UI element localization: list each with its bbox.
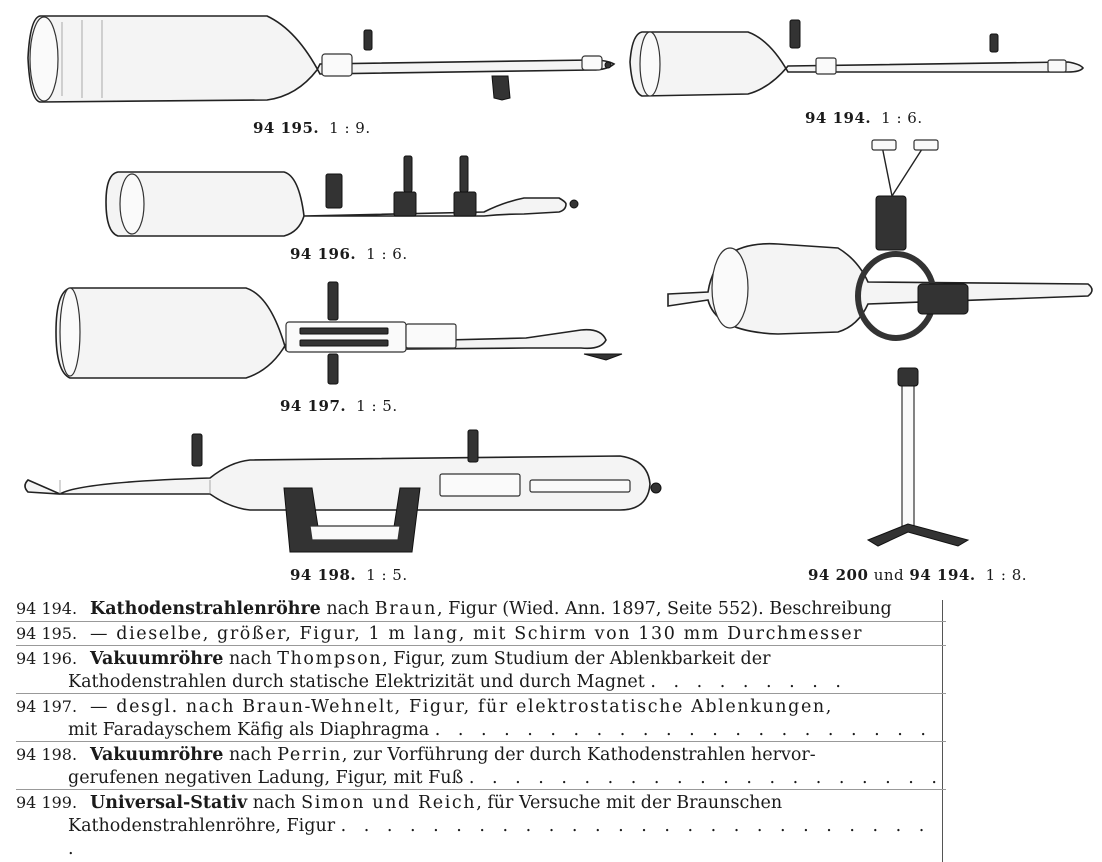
entry-author: Braun [374,599,437,619]
caption-scale: 1 : 5. [356,397,398,415]
entry-mid: nach [247,793,302,813]
entry-continuation: gerufenen negativen Ladung, Figur, mit F… [68,768,464,788]
entry-continuation: mit Faradayschem Käfig als Diaphragma [68,720,430,740]
entry-description: , Figur, zum Studium der Ablenkbarkeit d… [382,649,771,669]
entry-leader-dots: . . . . . . . . . . . . . . . . . . . . … [68,816,931,859]
caption-number: 94 194. [805,109,872,127]
tube-94197-drawing [55,281,623,385]
entry-leader-dots: . . . . . . . . . . . . . . . . . . . . … [468,768,943,788]
entry-mid: nach [223,649,278,669]
tube-94198-drawing [24,429,662,553]
caption-number: 94 196. [290,245,357,263]
entry-title: Kathodenstrahlenröhre [90,599,321,619]
entry-title: Universal-Stativ [90,793,248,813]
entry-divider [16,645,946,646]
entry-title: Vakuumröhre [90,649,224,669]
figure-94196 [104,152,584,244]
entry-number: 94 197. [16,697,78,716]
tube-94196-drawing [105,155,579,237]
entry-number: 94 199. [16,793,78,812]
entry-description: — dieselbe, größer, Figur, 1 m lang, mit… [90,624,864,644]
entry-94195: 94 195. — dieselbe, größer, Figur, 1 m la… [16,622,946,646]
figure-94200 [667,136,1098,556]
caption-scale: 1 : 8. [985,566,1028,584]
entry-divider [16,789,946,790]
caption-94198: 94 198. 1 : 5. [290,566,408,584]
entry-divider [16,741,946,742]
entry-94197: 94 197. — desgl. nach Braun-Wehnelt, Figu… [16,695,946,742]
tube-94195-drawing [27,15,616,103]
entry-lead: — desgl. [90,697,179,717]
entry-description: nach Braun-Wehnelt, Figur, für elektrost… [178,697,833,717]
entry-divider [16,621,946,622]
entry-number: 94 196. [16,649,78,668]
entry-continuation: Kathodenstrahlenröhre, Figur [68,816,336,836]
figure-94195 [22,8,622,108]
entry-94199: 94 199. Universal-Stativ nach Simon und R… [16,791,946,861]
caption-number: 94 200 [808,566,869,584]
entry-94194: 94 194. Kathodenstrahlenröhre nach Braun,… [16,597,946,621]
caption-number: 94 197. [280,397,347,415]
entry-94198: 94 198. Vakuumröhre nach Perrin, zur Vorf… [16,743,946,790]
caption-94197: 94 197. 1 : 5. [280,397,398,415]
entry-leader-dots: . . . . . . . . . . . . . . . . . . . . … [434,720,932,740]
stand-94200-drawing [667,139,1093,547]
entry-description: , zur Vorführung der durch Kathodenstrah… [341,745,816,765]
figure-94198 [20,429,665,558]
caption-94196: 94 196. 1 : 6. [290,245,408,263]
caption-94200: 94 200 und 94 194. 1 : 8. [808,566,1027,584]
entry-divider [16,693,946,694]
entry-author: Perrin [277,745,342,765]
tube-94194-drawing [629,19,1085,97]
entry-description: , Figur (Wied. Ann. 1897, Seite 552). Be… [436,599,892,619]
entry-94196: 94 196. Vakuumröhre nach Thompson, Figur,… [16,647,946,694]
caption-number: 94 195. [253,119,320,137]
caption-94194: 94 194. 1 : 6. [805,109,923,127]
entry-number: 94 194. [16,599,78,618]
entry-continuation: Kathodenstrahlen durch statische Elektri… [68,672,645,692]
column-rule [942,600,943,862]
entry-title: Vakuumröhre [90,745,224,765]
entry-author: Thompson [277,649,383,669]
figure-94197 [55,278,631,388]
caption-scale: 1 : 6. [366,245,408,263]
caption-94195: 94 195. 1 : 9. [253,119,371,137]
caption-scale: 1 : 5. [366,566,408,584]
caption-number: 94 198. [290,566,357,584]
catalog-entries: 94 194. Kathodenstrahlenröhre nach Braun,… [16,597,946,862]
entry-leader-dots: . . . . . . . . . [650,672,847,692]
entry-number: 94 198. [16,745,78,764]
entry-mid: nach [320,599,375,619]
entry-mid: nach [223,745,278,765]
entry-number: 94 195. [16,624,78,643]
entry-description: , für Versuche mit der Braunschen [476,793,783,813]
caption-joiner: und [873,566,905,584]
caption-scale: 1 : 6. [881,109,923,127]
entry-author: Simon und Reich [301,793,477,813]
caption-number-2: 94 194. [909,566,976,584]
caption-scale: 1 : 9. [329,119,371,137]
figure-94194 [628,16,1088,106]
